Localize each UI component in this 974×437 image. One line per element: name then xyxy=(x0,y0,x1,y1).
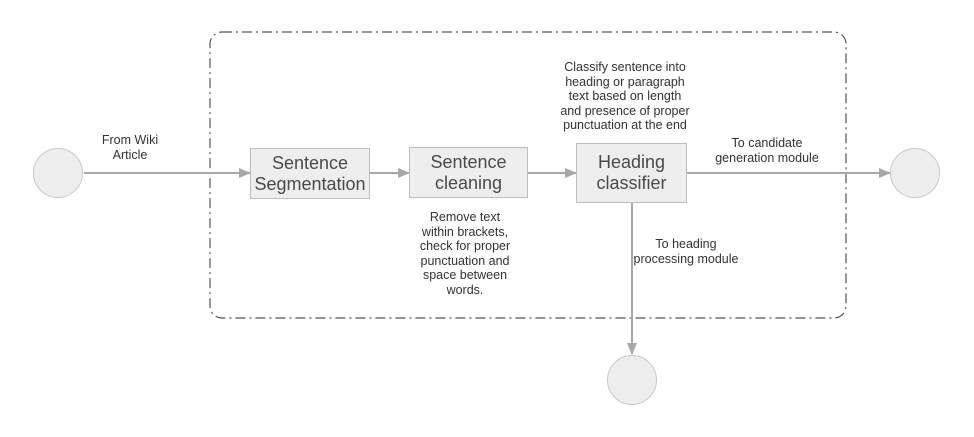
sentence-segmentation-line-2: Segmentation xyxy=(254,173,366,194)
to-candidate-line-1: To candidate xyxy=(731,136,803,150)
to-candidate-line-2: generation module xyxy=(715,150,819,165)
heading-classifier-line-2: classifier xyxy=(596,173,667,193)
sentence-cleaning-line-2: cleaning xyxy=(434,172,503,193)
heading-classifier-box: Heading classifier xyxy=(576,143,687,203)
classifier-note-line-2: heading or paragraph xyxy=(565,74,685,89)
from-wiki-line-2: Article xyxy=(112,147,148,162)
cleaning-note-line-5: space between xyxy=(422,268,508,282)
system-boundary xyxy=(209,31,847,319)
cleaning-note-line-3: check for proper xyxy=(419,239,511,253)
from-wiki-label: From Wiki Article xyxy=(94,133,166,162)
classifier-note-line-1: Classify sentence into xyxy=(564,60,686,74)
classifier-note-line-3: text based on length xyxy=(568,89,682,103)
classifier-note: Classify sentence into heading or paragr… xyxy=(550,60,700,133)
cleaning-note-line-6: words. xyxy=(446,282,484,297)
sentence-segmentation-line-1: Sentence xyxy=(271,152,349,173)
classifier-note-line-5: punctuation at the end xyxy=(563,118,687,132)
from-wiki-line-1: From Wiki xyxy=(101,133,159,147)
to-heading-label: To heading processing module xyxy=(630,237,742,266)
sentence-cleaning-box: Sentence cleaning xyxy=(409,147,528,198)
wiki-article-source-node xyxy=(33,148,83,198)
sentence-segmentation-box: Sentence Segmentation xyxy=(250,148,370,199)
to-candidate-label: To candidate generation module xyxy=(703,136,831,165)
classifier-note-line-4: and presence of proper xyxy=(560,103,690,118)
sentence-cleaning-line-1: Sentence xyxy=(430,151,507,172)
cleaning-note-line-1: Remove text xyxy=(429,210,501,224)
cleaning-note-line-4: punctuation and xyxy=(420,253,510,268)
to-heading-line-2: processing module xyxy=(633,251,739,266)
cleaning-note-line-2: within brackets, xyxy=(421,224,509,239)
cleaning-note: Remove text within brackets, check for p… xyxy=(400,210,530,297)
heading-classifier-line-1: Heading xyxy=(597,152,666,172)
heading-processing-node xyxy=(607,355,657,405)
to-heading-line-1: To heading xyxy=(655,237,717,251)
candidate-generation-node xyxy=(890,148,940,198)
